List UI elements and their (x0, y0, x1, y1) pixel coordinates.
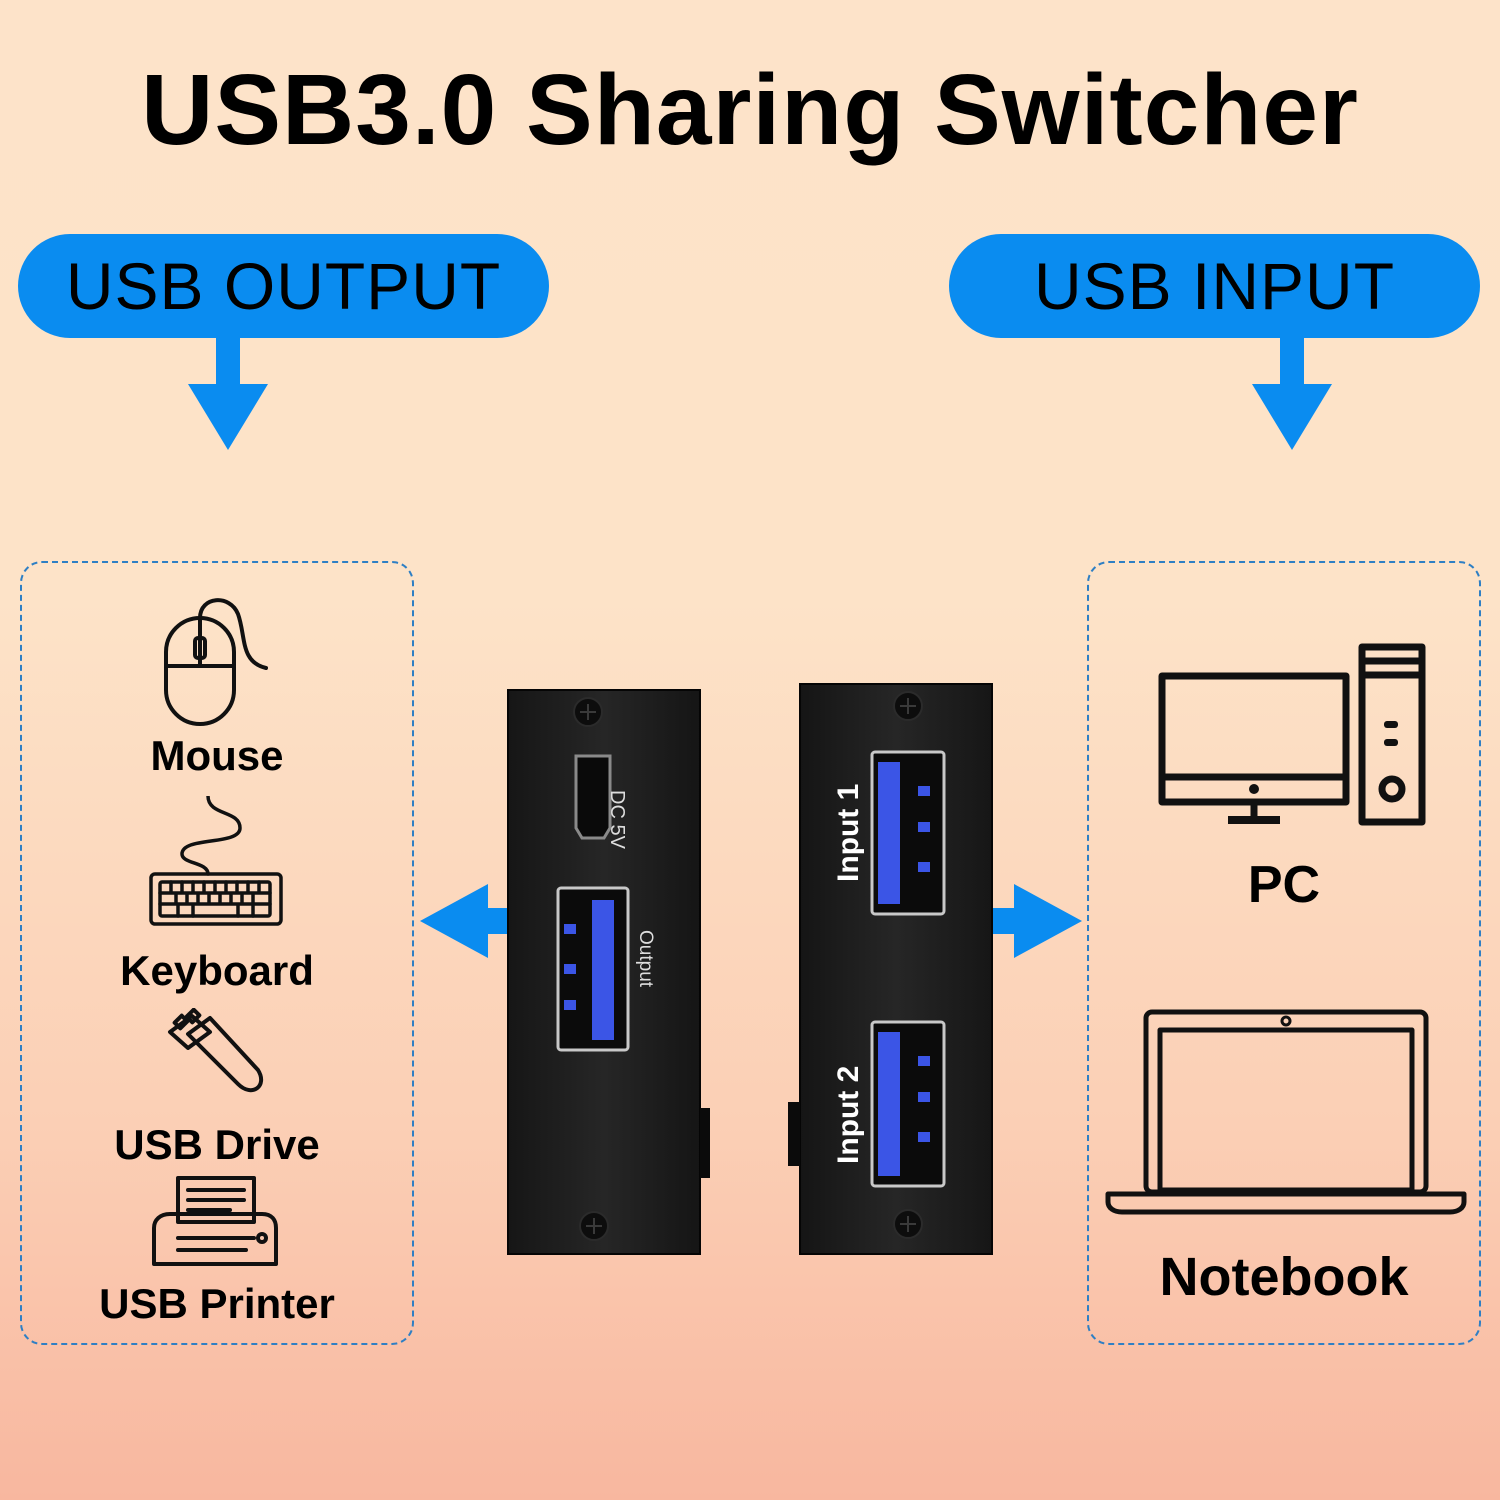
usb-output-pill: USB OUTPUT (18, 234, 549, 338)
screw-icon (893, 1209, 923, 1239)
usb-input-port-2 (870, 1020, 946, 1188)
input-2-label: Input 2 (832, 1065, 865, 1164)
output-devices-panel (20, 561, 414, 1345)
usb-input-port-1 (870, 750, 946, 916)
device-label-notebook: Notebook (1159, 1247, 1409, 1307)
pc-icon (1158, 643, 1426, 826)
device-label-mouse: Mouse (150, 732, 284, 779)
page-title: USB3.0 Sharing Switcher (141, 54, 1359, 166)
screw-icon (893, 691, 923, 721)
right-arrow-icon (992, 884, 1082, 958)
switcher-input-side (788, 683, 993, 1255)
keyboard-icon (149, 796, 283, 926)
input-devices-panel (1087, 561, 1481, 1345)
usb-drive-icon (168, 1008, 264, 1092)
device-label-keyboard: Keyboard (120, 947, 314, 994)
usb-input-pill: USB INPUT (949, 234, 1480, 338)
notebook-icon (1105, 1009, 1467, 1215)
screw-icon (579, 1211, 609, 1241)
device-label-usb-drive: USB Drive (114, 1121, 320, 1168)
input-1-label: Input 1 (832, 783, 865, 882)
switcher-output-side (507, 689, 710, 1255)
micro-usb-port (574, 754, 612, 840)
output-port-label: Output (635, 930, 656, 988)
screw-icon (573, 697, 603, 727)
down-arrow-icon (1252, 338, 1332, 450)
dc-5v-label: DC 5V (606, 790, 628, 849)
left-arrow-icon (420, 884, 510, 958)
printer-icon (152, 1176, 278, 1266)
down-arrow-icon (188, 338, 268, 450)
device-label-pc: PC (1247, 856, 1321, 914)
usb-output-port (556, 886, 630, 1052)
device-label-usb-printer: USB Printer (99, 1280, 335, 1327)
mouse-icon (164, 598, 268, 726)
